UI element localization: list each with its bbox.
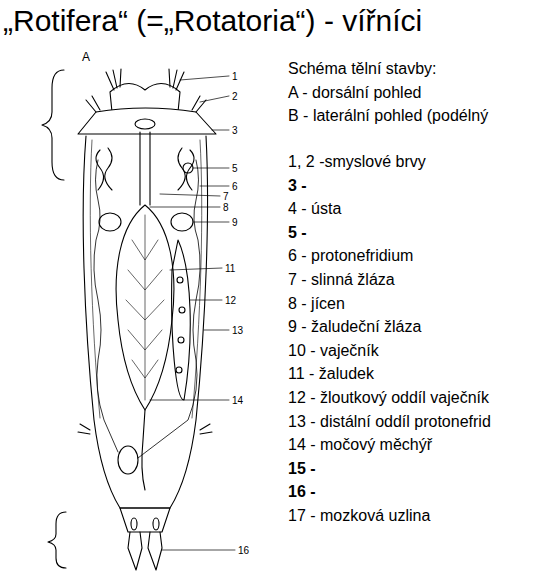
gastric-gland (99, 213, 121, 231)
callout-number: 12 (224, 295, 237, 306)
key-line: 1, 2 -smyslové brvy (288, 153, 426, 171)
corona (78, 108, 216, 134)
page-title: „Rotifera“ (=„Rotatoria“) - vířníci (3, 4, 422, 37)
leader-lines (150, 76, 235, 550)
callout-number: 7 (222, 191, 230, 202)
cilia (86, 96, 206, 112)
key-line: Schéma tělní stavby: (288, 60, 437, 78)
callout-number: 1 (231, 71, 239, 82)
key-line: 9 - žaludeční žláza (288, 318, 421, 336)
key-line: 14 - močový měchýř (288, 436, 432, 454)
key-line: 10 - vaječník (288, 342, 379, 360)
callout-number: 9 (231, 217, 239, 228)
gastric-gland (171, 213, 193, 231)
callout-number: 13 (231, 325, 244, 336)
foot-gland (131, 518, 137, 530)
key-line: 7 - slinná žláza (288, 271, 395, 289)
key-line: 12 - žloutkový oddíl vaječník (288, 389, 489, 407)
callout-number: 2 (231, 91, 239, 102)
salivary-gland (178, 148, 194, 190)
bracket (42, 70, 64, 180)
key-line: 17 - mozková uzlina (288, 507, 430, 525)
protonephridium (94, 160, 118, 452)
callout-number: 16 (237, 545, 250, 556)
callout-number: 3 (231, 125, 239, 136)
key-line: 6 - protonefridium (288, 247, 413, 265)
callout-number: 6 (231, 181, 239, 192)
key-line: A - dorsální pohled (288, 84, 421, 102)
key-line: 13 - distální oddíl protonefrid (288, 413, 491, 431)
esophagus (140, 132, 150, 205)
vitellarium (172, 240, 191, 400)
foot (120, 508, 170, 532)
key-line: 15 - (288, 460, 316, 478)
bladder (118, 446, 138, 474)
key-line: 8 - jícen (288, 295, 345, 313)
key-line: B - laterální pohled (podélný (288, 107, 488, 125)
callout-number: 14 (231, 395, 244, 406)
key-line: 5 - (288, 224, 307, 242)
brain (135, 119, 155, 129)
toes (128, 532, 162, 570)
view-letter: A (82, 51, 90, 64)
callout-number: 5 (231, 163, 239, 174)
bracket (48, 512, 66, 568)
cilia (78, 424, 212, 434)
intestine (142, 410, 145, 490)
body-wall (83, 136, 207, 508)
callout-number: 8 (222, 202, 230, 213)
key-line: 3 - (288, 177, 307, 195)
callout-number: 11 (224, 263, 236, 274)
key-line: 16 - (288, 483, 316, 501)
organ (183, 163, 193, 173)
salivary-gland (96, 148, 112, 190)
protonephridium (138, 160, 200, 458)
foot-gland (153, 518, 159, 530)
key-line: 4 - ústa (288, 200, 341, 218)
key-line: 11 - žaludek (288, 365, 374, 383)
stomach-folds (126, 215, 164, 400)
cilia (106, 69, 184, 90)
body-wall (90, 140, 201, 418)
stomach (116, 205, 174, 410)
